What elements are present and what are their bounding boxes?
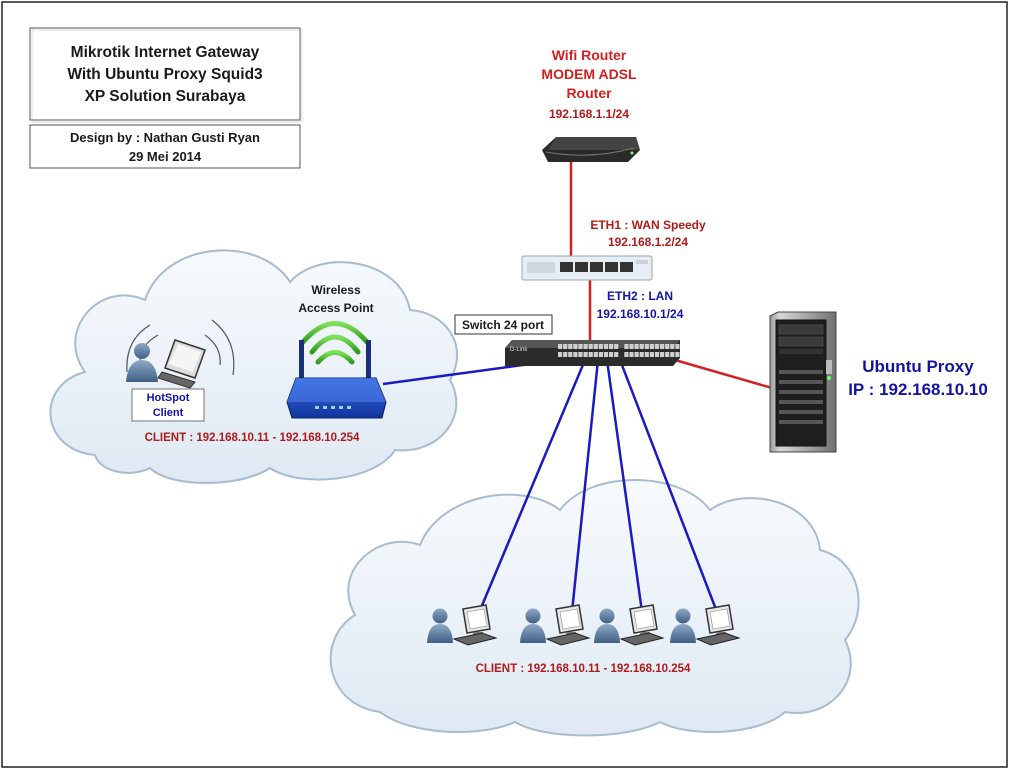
title-box: Mikrotik Internet Gateway With Ubuntu Pr… <box>29 27 303 123</box>
switch-port <box>629 352 634 357</box>
switch-port <box>675 352 680 357</box>
switch-port <box>624 344 629 349</box>
wireless-router-icon <box>286 321 387 419</box>
switch-port <box>578 344 583 349</box>
adsl-modem-icon <box>542 137 640 162</box>
switch-port <box>670 344 675 349</box>
eth2-label: ETH2 : LAN <box>607 289 673 303</box>
switch-port <box>654 352 660 357</box>
lan-clients <box>427 604 741 646</box>
switch-port <box>588 352 593 357</box>
switch-port <box>614 344 619 349</box>
hotspot-label-box: HotSpot Client <box>131 388 205 422</box>
switch-port <box>583 352 588 357</box>
switch-port <box>675 344 680 349</box>
switch-label-box: Switch 24 port <box>454 314 553 335</box>
ap-labels: Wireless Access Point <box>298 283 373 315</box>
modem-labels: Wifi Router MODEM ADSL Router 192.168.1.… <box>541 47 637 121</box>
switch-port <box>573 352 578 357</box>
proxy-name: Ubuntu Proxy <box>862 357 974 376</box>
title-line-1: Mikrotik Internet Gateway <box>71 44 260 61</box>
switch-port <box>603 352 609 357</box>
mikrotik-labels: ETH1 : WAN Speedy 192.168.1.2/24 ETH2 : … <box>590 218 706 321</box>
hotspot-line-2: Client <box>153 407 184 419</box>
switch-port <box>660 352 665 357</box>
switch-port <box>593 344 598 349</box>
switch-port <box>644 352 649 357</box>
switch-port <box>634 352 639 357</box>
switch-port <box>563 352 568 357</box>
switch-port <box>654 344 660 349</box>
switch-brand: D-Link <box>510 347 528 353</box>
modem-line-3: Router <box>566 85 612 101</box>
eth2-ip: 192.168.10.1/24 <box>597 307 684 321</box>
design-box: Design by : Nathan Gusti Ryan 29 Mei 201… <box>29 124 301 169</box>
switch-port <box>573 344 578 349</box>
switch-port <box>660 344 665 349</box>
client-link-1 <box>476 359 587 616</box>
switch-port <box>639 352 644 357</box>
links <box>382 158 773 616</box>
design-date: 29 Mei 2014 <box>129 149 202 164</box>
switch-port <box>603 344 609 349</box>
network-switch-icon: D-Link <box>505 340 680 366</box>
proxy-labels: Ubuntu Proxy IP : 192.168.10.10 <box>848 357 988 399</box>
routerboard-icon <box>521 255 653 281</box>
switch-port <box>639 344 644 349</box>
proxy-link <box>667 356 773 390</box>
eth1-label: ETH1 : WAN Speedy <box>590 218 706 232</box>
switch-port <box>563 344 568 349</box>
switch-port <box>558 352 563 357</box>
switch-label: Switch 24 port <box>462 318 544 332</box>
switch-port <box>578 352 583 357</box>
switch-port <box>649 352 654 357</box>
switch-port <box>670 352 675 357</box>
switch-port <box>609 352 614 357</box>
switch-port <box>593 352 598 357</box>
switch-port <box>583 344 588 349</box>
ap-line-2: Access Point <box>298 301 373 315</box>
user-workstation-icon <box>594 604 665 646</box>
hotspot-cloud <box>49 249 459 484</box>
switch-port <box>568 352 573 357</box>
user-workstation-icon <box>670 604 741 646</box>
tower-server-icon <box>769 311 837 453</box>
switch-port <box>614 352 619 357</box>
user-workstation-icon <box>427 604 498 646</box>
switch-port <box>598 344 603 349</box>
switch-port <box>558 344 563 349</box>
laptop-user-icon <box>126 319 235 389</box>
user-workstation-icon <box>520 604 591 646</box>
switch-port <box>629 344 634 349</box>
proxy-ip: IP : 192.168.10.10 <box>848 380 988 399</box>
title-line-3: XP Solution Surabaya <box>85 88 246 105</box>
switch-port <box>598 352 603 357</box>
switch-port <box>568 344 573 349</box>
hotspot-client-range: CLIENT : 192.168.10.11 - 192.168.10.254 <box>145 432 360 444</box>
title-line-2: With Ubuntu Proxy Squid3 <box>67 66 263 83</box>
switch-port <box>588 344 593 349</box>
design-author: Design by : Nathan Gusti Ryan <box>70 130 260 145</box>
hotspot-line-1: HotSpot <box>147 392 190 404</box>
client-link-3 <box>605 359 644 613</box>
switch-port <box>634 344 639 349</box>
modem-ip: 192.168.1.1/24 <box>549 107 629 121</box>
switch-ports <box>558 344 680 357</box>
switch-port <box>624 352 629 357</box>
switch-port <box>649 344 654 349</box>
modem-line-2: MODEM ADSL <box>541 66 637 82</box>
modem-line-1: Wifi Router <box>552 47 627 63</box>
switch-port <box>644 344 649 349</box>
client-link-4 <box>618 359 719 613</box>
lan-cloud <box>329 479 860 737</box>
switch-port <box>609 344 614 349</box>
client-link-2 <box>570 359 600 613</box>
switch-port <box>665 344 670 349</box>
eth1-ip: 192.168.1.2/24 <box>608 235 688 249</box>
ap-line-1: Wireless <box>311 283 361 297</box>
switch-port <box>665 352 670 357</box>
lan-client-range: CLIENT : 192.168.10.11 - 192.168.10.254 <box>476 663 691 675</box>
